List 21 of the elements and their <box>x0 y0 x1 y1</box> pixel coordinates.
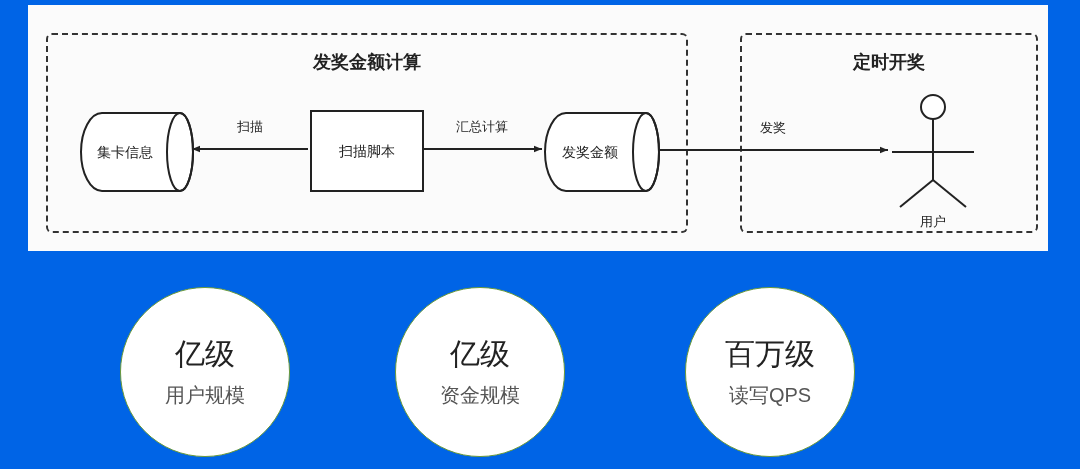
dashed-group-box <box>46 33 688 233</box>
node-label: 发奖金额 <box>562 144 618 160</box>
dashed-group-box <box>740 33 1038 233</box>
stat-value: 亿级 <box>450 339 510 369</box>
stat-caption: 用户规模 <box>165 385 245 405</box>
process-box <box>310 110 424 192</box>
arrow <box>657 146 889 154</box>
arrow <box>421 145 543 153</box>
group-title: 发奖金额计算 <box>313 51 421 74</box>
edge-label: 汇总计算 <box>455 118 509 136</box>
node-label: 集卡信息 <box>97 144 153 160</box>
group-title: 定时开奖 <box>853 51 925 74</box>
arrow <box>191 145 309 153</box>
stat-caption: 资金规模 <box>440 385 520 405</box>
node-label: 扫描脚本 <box>339 141 395 161</box>
edge-label: 扫描 <box>236 118 264 136</box>
stat-value: 亿级 <box>175 339 235 369</box>
stat-value: 百万级 <box>725 339 815 369</box>
edge-label: 发奖 <box>759 119 787 137</box>
stat-caption: 读写QPS <box>728 385 812 405</box>
person-label: 用户 <box>920 213 946 231</box>
